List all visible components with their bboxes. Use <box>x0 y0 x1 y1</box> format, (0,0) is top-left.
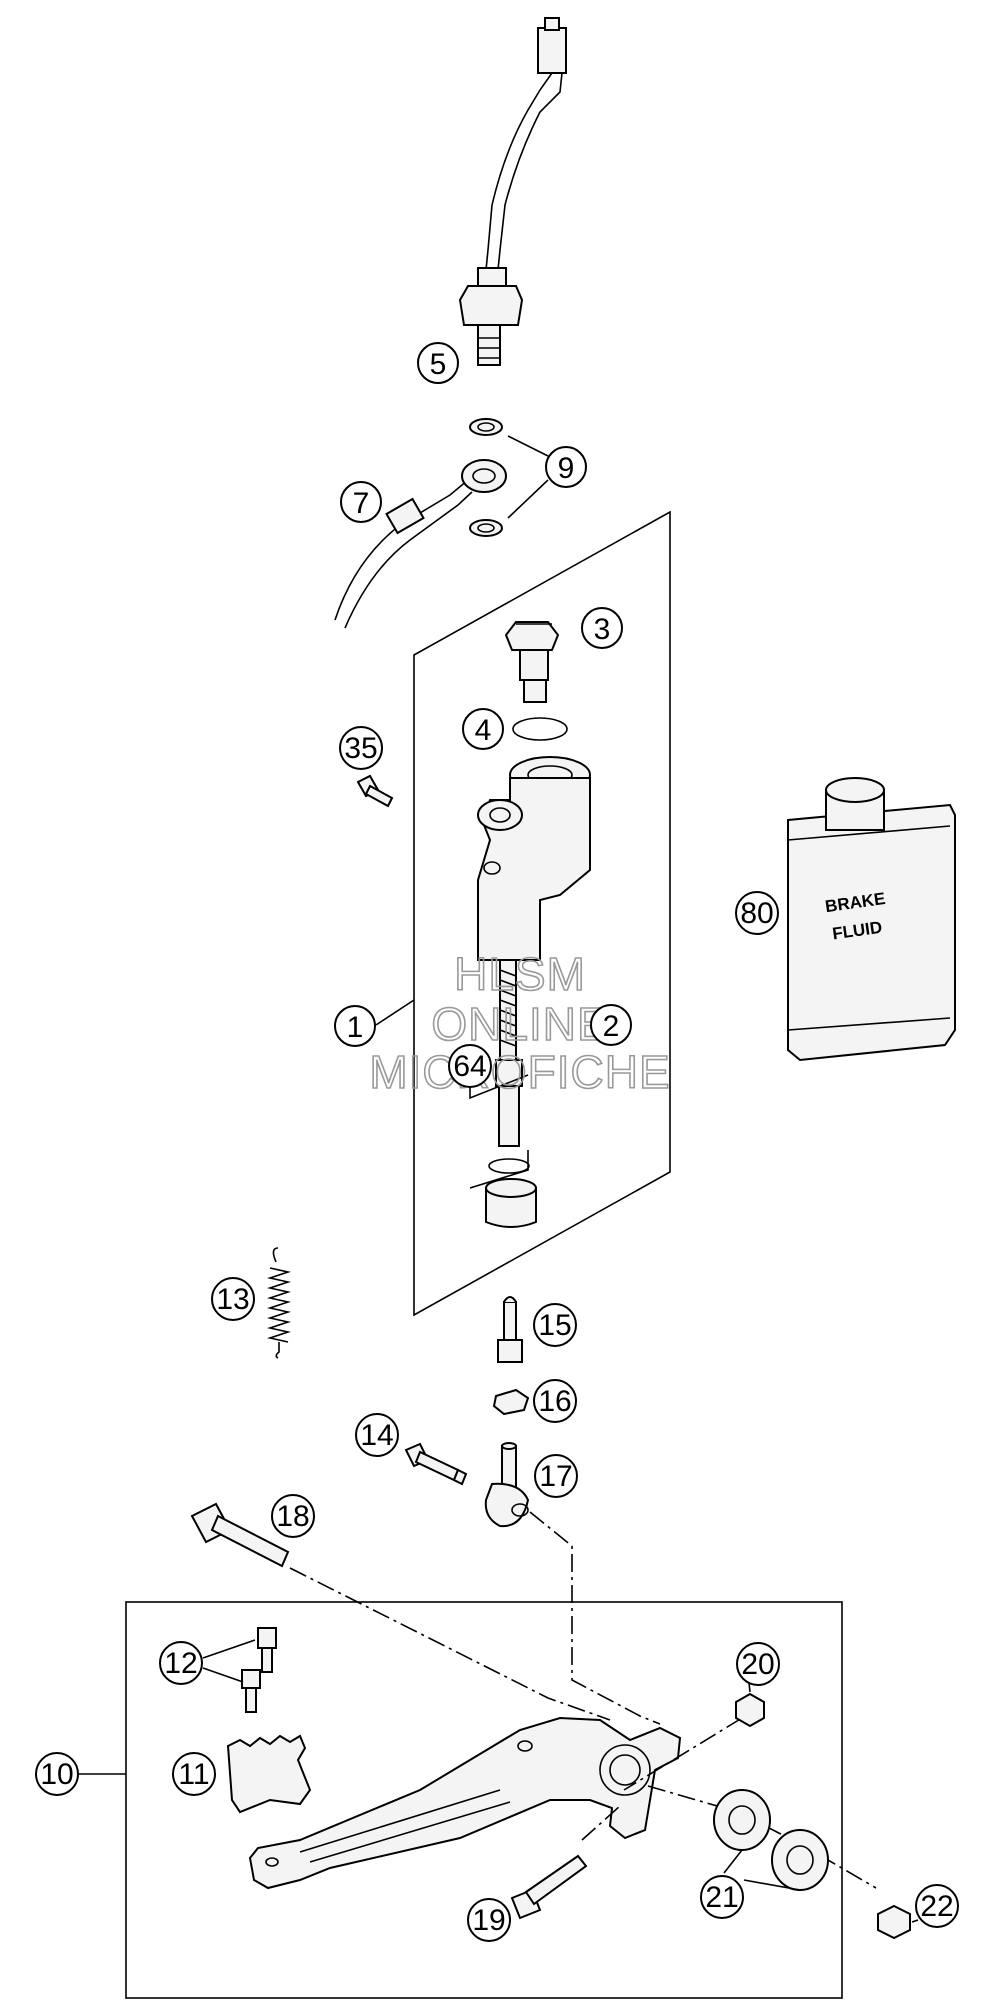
callout-22-label: 22 <box>920 1890 953 1923</box>
callout-2[interactable]: 2 <box>590 1004 632 1046</box>
o-ring <box>512 717 568 741</box>
callout-17-label: 17 <box>539 1460 572 1493</box>
nut-22 <box>877 1904 911 1940</box>
screws-12 <box>241 1627 277 1713</box>
callout-19[interactable]: 19 <box>467 1898 511 1942</box>
callout-4-label: 4 <box>475 714 492 747</box>
assembly-line-bolt <box>289 1567 611 1721</box>
callout-16[interactable]: 16 <box>533 1379 577 1423</box>
callout-80[interactable]: 80 <box>735 891 779 935</box>
callout-10[interactable]: 10 <box>35 1752 79 1796</box>
push-rod <box>497 1296 523 1363</box>
reservoir-nipple <box>504 621 560 703</box>
callout-14[interactable]: 14 <box>355 1413 399 1457</box>
callout-1-label: 1 <box>347 1011 364 1044</box>
callout-21[interactable]: 21 <box>700 1875 744 1919</box>
callout-18[interactable]: 18 <box>271 1494 315 1538</box>
brake-hose <box>334 459 507 629</box>
callout-5-label: 5 <box>430 348 447 381</box>
assembly-line-screw19 <box>581 1805 621 1841</box>
screw-14 <box>404 1442 468 1486</box>
callout-11-label: 11 <box>178 1758 209 1791</box>
watermark-line-3: MICROFICHE <box>369 1046 670 1098</box>
master-cylinder-body <box>477 756 591 961</box>
callout-13-label: 13 <box>216 1283 249 1316</box>
callout-4[interactable]: 4 <box>462 708 504 750</box>
sealing-washers <box>469 418 503 537</box>
callout-5[interactable]: 5 <box>417 342 459 384</box>
piston-spring-assembly <box>485 959 537 1228</box>
callout-22[interactable]: 22 <box>915 1884 959 1928</box>
bearings-21 <box>713 1789 829 1891</box>
callout-14-label: 14 <box>360 1419 393 1452</box>
assembly-line-forkhead <box>529 1511 661 1725</box>
callout-35[interactable]: 35 <box>339 726 383 770</box>
callout-17[interactable]: 17 <box>534 1454 578 1498</box>
callout-64-label: 64 <box>453 1050 486 1083</box>
watermark-line-2: ONLINE <box>431 998 608 1050</box>
brake-pedal-assembly-frame <box>125 1601 843 1999</box>
callout-3-label: 3 <box>594 613 611 646</box>
watermark-line-1: HLSM <box>454 948 586 1000</box>
callout-11[interactable]: 11 <box>172 1752 216 1796</box>
nut-16 <box>492 1388 530 1416</box>
callout-35-label: 35 <box>344 732 377 765</box>
screw-35 <box>356 774 394 808</box>
callout-15[interactable]: 15 <box>533 1303 577 1347</box>
callout-1[interactable]: 1 <box>334 1005 376 1047</box>
bolt-18 <box>190 1502 290 1568</box>
callout-18-label: 18 <box>276 1500 309 1533</box>
assembly-line-bearings <box>647 1785 877 1889</box>
callout-64[interactable]: 64 <box>448 1044 492 1088</box>
brake-fluid-container: BRAKE FLUID <box>787 777 956 1062</box>
callout-16-label: 16 <box>538 1385 571 1418</box>
brake-light-switch <box>458 17 567 366</box>
callout-7[interactable]: 7 <box>340 481 382 523</box>
return-spring <box>267 1247 291 1359</box>
callout-15-label: 15 <box>538 1309 571 1342</box>
callout-3[interactable]: 3 <box>581 607 623 649</box>
brake-step-plate <box>226 1734 312 1814</box>
callout-19-label: 19 <box>472 1904 505 1937</box>
callout-21-label: 21 <box>705 1881 738 1914</box>
callout-12-label: 12 <box>164 1647 197 1680</box>
screw-19 <box>510 1854 588 1920</box>
callout-9[interactable]: 9 <box>545 446 587 488</box>
callout-2-label: 2 <box>603 1010 620 1043</box>
callout-10-label: 10 <box>40 1758 73 1791</box>
callout-80-label: 80 <box>740 897 773 930</box>
callout-12[interactable]: 12 <box>159 1641 203 1685</box>
callout-9-label: 9 <box>558 452 575 485</box>
callout-7-label: 7 <box>353 487 370 520</box>
brake-pedal <box>248 1716 682 1890</box>
nut-20 <box>735 1692 765 1728</box>
fork-head <box>484 1442 530 1528</box>
callout-13[interactable]: 13 <box>211 1277 255 1321</box>
callout-20[interactable]: 20 <box>736 1642 780 1686</box>
callout-20-label: 20 <box>741 1648 774 1681</box>
master-cylinder-kit-frame <box>413 510 671 1317</box>
watermark: HLSM ONLINE MICROFICHE <box>369 947 671 1099</box>
assembly-line-nut <box>623 1717 743 1791</box>
